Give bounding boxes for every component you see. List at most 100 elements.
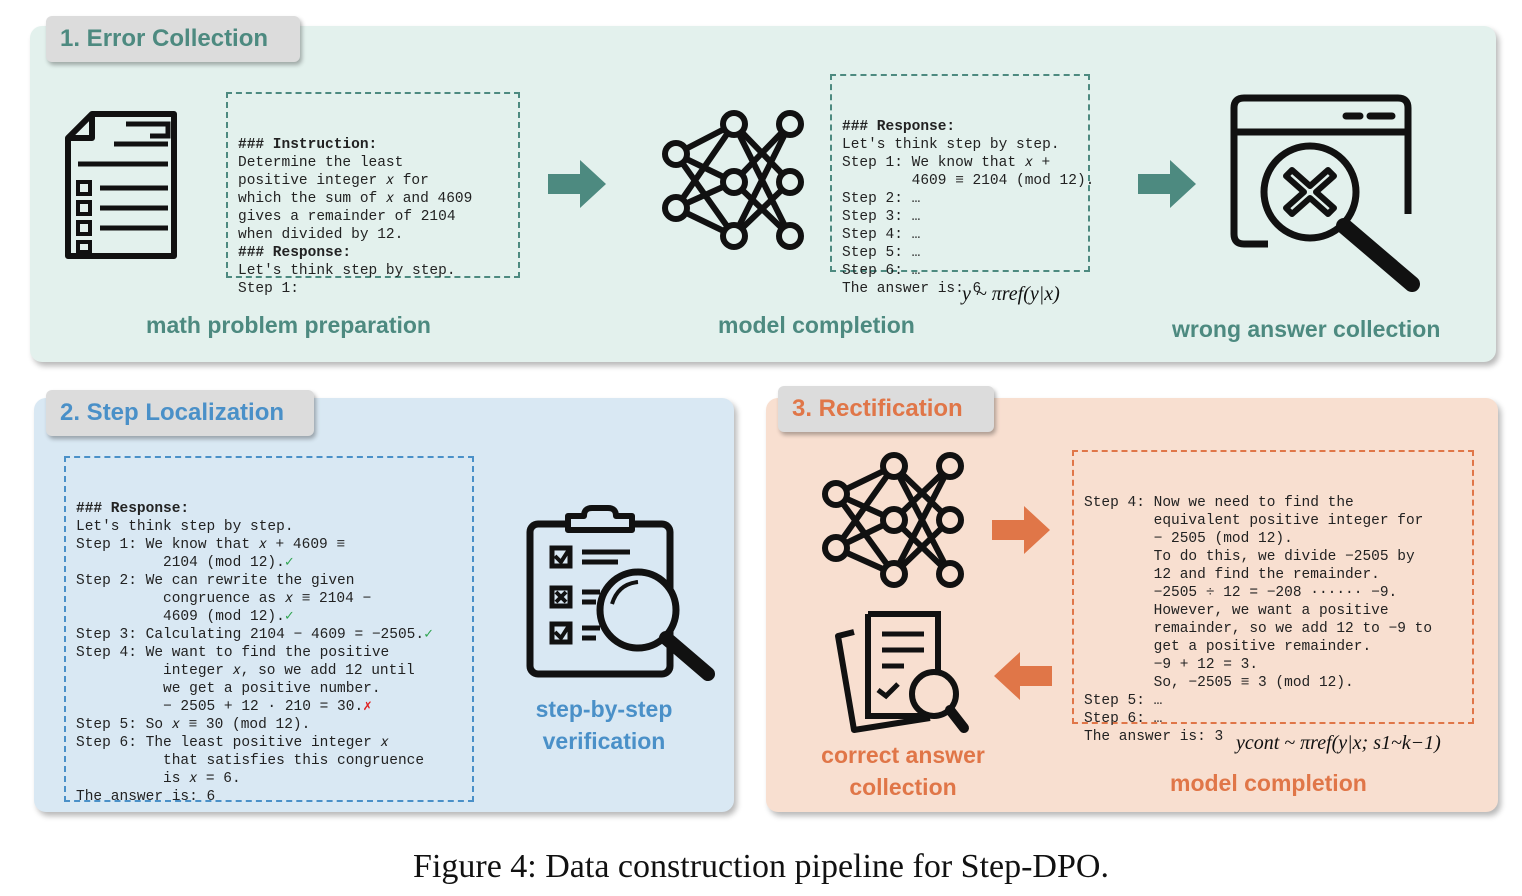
response-box-1: ### Response:Let's think step by step. St… [830,74,1095,297]
text-line: Step 6: … [1084,710,1462,728]
error-collection-panel [30,26,1496,362]
text-line: equivalent positive integer for [1084,512,1462,530]
text-line: Step 4: We want to find the positive [76,644,462,662]
check-icon: ✓ [424,627,433,643]
text-line: gives a remainder of 2104 [238,208,508,226]
neural-network-icon [822,452,964,588]
caption-model-completion-2: model completion [1170,770,1367,796]
line-text: 4609 ≡ 2104 (mod 12). [842,173,1095,189]
line-text: get a positive remainder. [1084,639,1372,655]
text-line: The answer is: 6 [842,280,1078,298]
text-line: ### Instruction: [238,136,508,154]
line-text: positive integer 𝑥 for [238,173,429,189]
text-line: is 𝑥 = 6. [76,770,462,788]
text-line: Step 3: Calculating 2104 − 4609 = −2505.… [76,626,462,644]
text-line: Step 2: … [842,190,1078,208]
text-line: Step 6: The least positive integer 𝑥 [76,734,462,752]
text-line: To do this, we divide −2505 by [1084,548,1462,566]
line-text: Step 6: … [1084,711,1163,727]
text-line: Step 5: … [1084,692,1462,710]
text-line: − 2505 + 12 · 210 = 30.✗ [76,698,462,716]
text-line: 4609 (mod 12).✓ [76,608,462,626]
text-line: Step 4: … [842,226,1078,244]
text-line: positive integer 𝑥 for [238,172,508,190]
line-text: remainder, so we add 12 to −9 to [1084,621,1433,637]
caption-verification: verification [542,728,666,754]
text-line: The answer is: 3 [1084,728,1462,746]
text-line: 2104 (mod 12).✓ [76,554,462,572]
text-line: 4609 ≡ 2104 (mod 12). [842,172,1095,190]
caption-math-problem-preparation: math problem preparation [146,312,431,338]
line-text: Step 5: … [842,245,921,261]
text-line: −9 + 12 = 3. [1084,656,1462,674]
text-line: However, we want a positive [1084,602,1462,620]
line-text: gives a remainder of 2104 [238,209,456,225]
line-text: Step 4: We want to find the positive [76,645,390,661]
text-line: 12 and find the remainder. [1084,566,1462,584]
line-text: equivalent positive integer for [1084,513,1424,529]
document-icon [65,111,177,259]
rectification-title: 3. Rectification [778,386,994,432]
text-line: get a positive remainder. [1084,638,1462,656]
line-text: which the sum of 𝑥 and 4609 [238,191,473,207]
text-line: Step 6: … [842,262,1078,280]
text-line: ### Response: [842,118,1078,136]
line-text: − 2505 (mod 12). [1084,531,1293,547]
text-line: Step 1: [238,280,508,298]
line-text: So, −2505 ≡ 3 (mod 12). [1084,675,1354,691]
text-line: when divided by 12. [238,226,508,244]
error-collection-title: 1. Error Collection [46,16,300,62]
check-icon: ✓ [284,609,294,625]
line-text: Let's think step by step. [238,263,456,279]
text-line: Step 1: We know that 𝑥 + 4609 ≡ [76,536,462,554]
line-text: 12 and find the remainder. [1084,567,1380,583]
line-text: 4609 (mod 12). [76,609,285,625]
sampling-formula-1: y ~ πref(y|x) [962,283,1060,306]
line-text: integer 𝑥, so we add 12 until [76,663,415,679]
text-line: Step 2: We can rewrite the given [76,572,462,590]
line-text: 2104 (mod 12). [76,555,285,571]
text-line: ### Response: [76,500,462,518]
text-line: Step 5: So 𝑥 ≡ 30 (mod 12). [76,716,462,734]
text-line: Let's think step by step. [238,262,508,280]
line-text: Step 5: So 𝑥 ≡ 30 (mod 12). [76,717,311,733]
clipboard-checklist-icon [526,505,715,681]
line-text: Step 6: The least positive integer 𝑥 [76,735,389,751]
cross-icon: ✗ [363,699,372,715]
text-line: Step 3: … [842,208,1078,226]
sampling-formula-text: y ~ πref(y|x) [962,283,1060,305]
text-line: which the sum of 𝑥 and 4609 [238,190,508,208]
line-text: −9 + 12 = 3. [1084,657,1259,673]
line-text: Step 2: … [842,191,921,207]
text-line: we get a positive number. [76,680,462,698]
line-text: Let's think step by step. [842,137,1060,153]
line-text: −2505 ÷ 12 = −208 ······ −9. [1084,585,1398,601]
text-line: So, −2505 ≡ 3 (mod 12). [1084,674,1462,692]
section-heading: ### Instruction: [238,137,378,153]
section-heading: ### Response: [76,501,190,517]
text-line: Let's think step by step. [842,136,1078,154]
line-text: To do this, we divide −2505 by [1084,549,1415,565]
step-localization-title: 2. Step Localization [46,390,314,436]
line-text: is 𝑥 = 6. [76,771,241,787]
line-text: Step 5: … [1084,693,1163,709]
text-line: − 2505 (mod 12). [1084,530,1462,548]
caption-collection: collection [849,774,957,800]
line-text: The answer is: 6 [76,789,216,805]
line-text: The answer is: 3 [1084,729,1224,745]
line-text: Step 4: Now we need to find the [1084,495,1354,511]
sampling-formula-2: ycont ~ πref(y|x; s1~k−1) [1236,732,1441,755]
line-text: The answer is: 6 [842,281,982,297]
line-text: Step 4: … [842,227,921,243]
line-text: when divided by 12. [238,227,404,243]
line-text: Let's think step by step. [76,519,294,535]
caption-model-completion-1: model completion [718,312,915,338]
localization-response-box: ### Response: Let's think step by step. St… [64,456,474,805]
sampling-formula-text: ycont ~ πref(y|x; s1~k−1) [1236,732,1441,754]
text-line: remainder, so we add 12 to −9 to [1084,620,1462,638]
search-error-icon [1230,94,1420,292]
neural-network-icon [662,110,804,250]
text-line: Step 5: … [842,244,1078,262]
line-text: Step 1: We know that 𝑥 + 4609 ≡ [76,537,346,553]
